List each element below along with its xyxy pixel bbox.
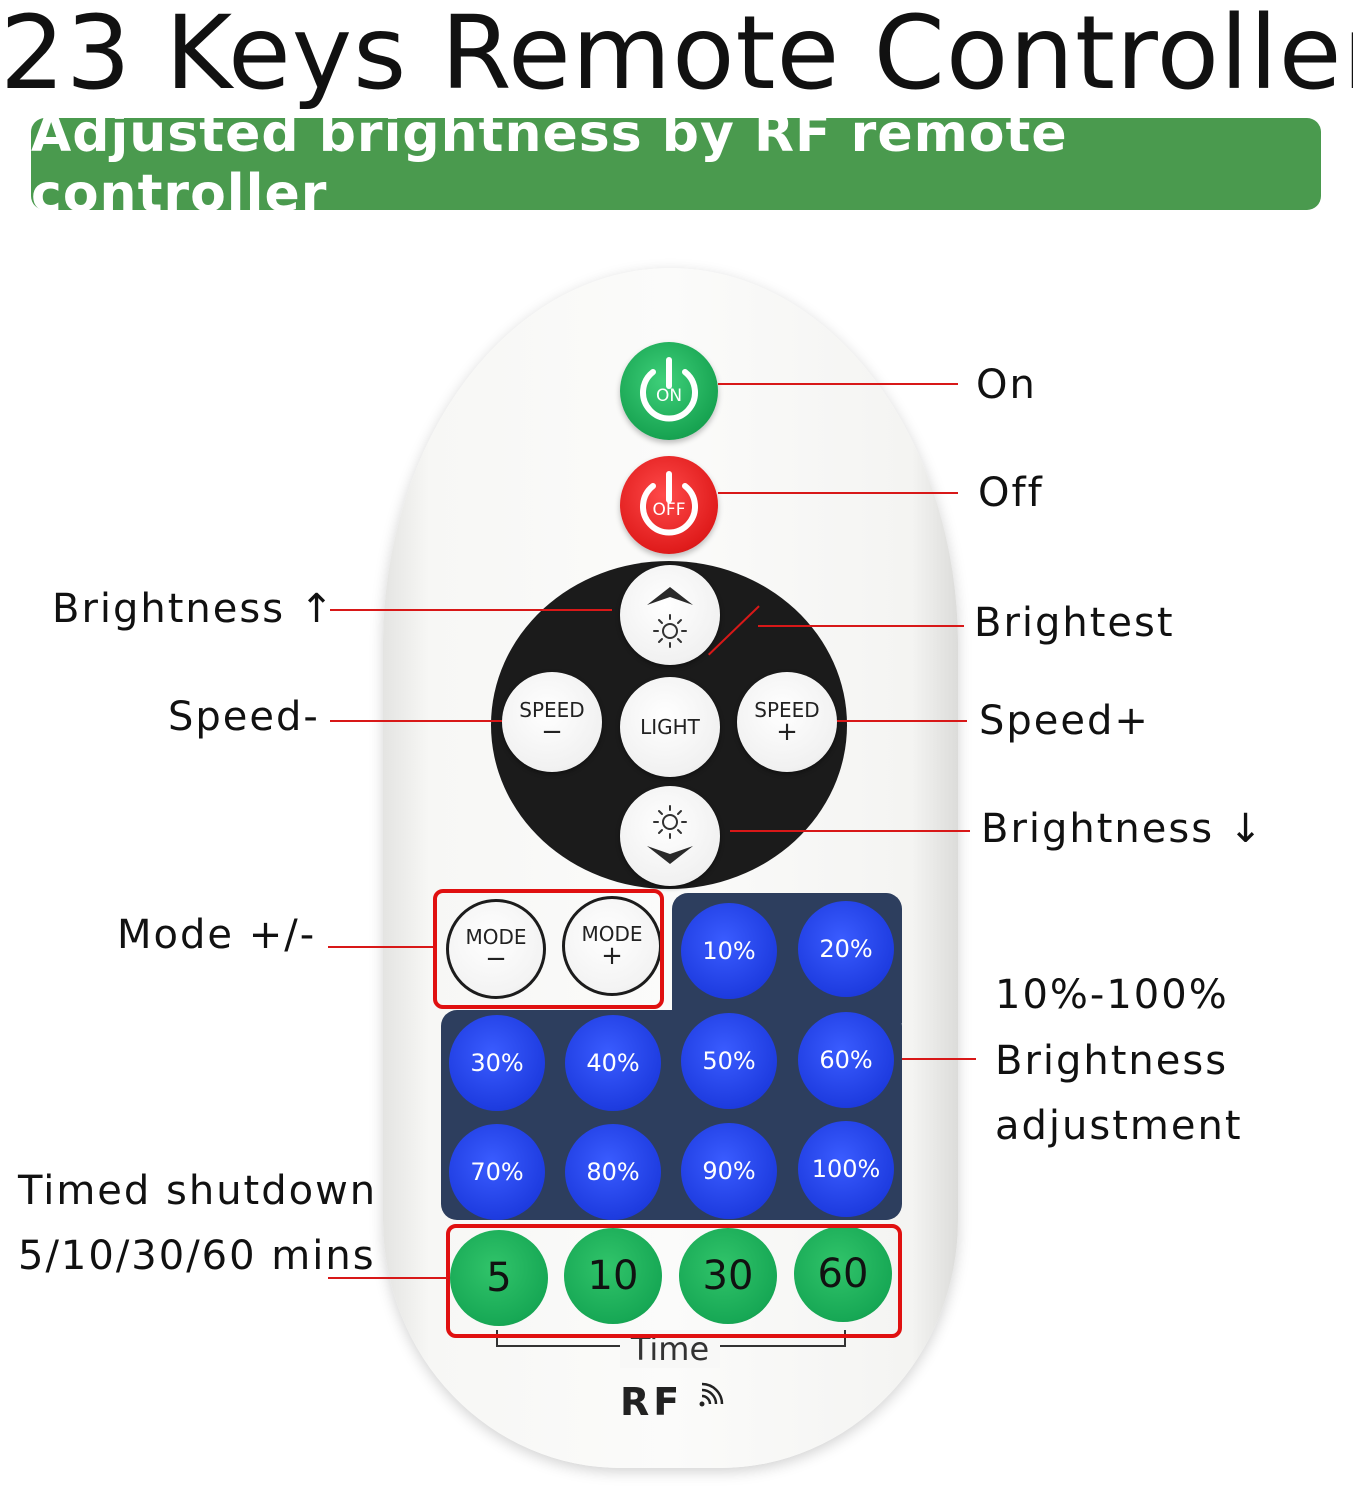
mode-highlight-box [433, 889, 664, 1009]
minus-sign: − [485, 944, 507, 975]
on-label: On [976, 362, 1037, 408]
sun-down-arrow-icon [647, 805, 693, 864]
speed-plus-label: SPEED [754, 698, 820, 723]
off-callout-line [718, 492, 958, 494]
mode-callout-line [328, 946, 433, 948]
sun-up-arrow-icon [647, 587, 693, 648]
brightness-up-callout-line [330, 609, 612, 611]
minus-sign: − [541, 717, 563, 748]
brightness-down-callout-line [730, 830, 970, 832]
speed-plus-callout-line [837, 720, 967, 722]
brightness-100-label: 100% [811, 1155, 881, 1183]
rf-logo-text: RF [620, 1380, 684, 1424]
timer-30-label: 30 [702, 1253, 754, 1299]
timer-30-button[interactable]: 30 [679, 1228, 777, 1324]
on-button-label: ON [655, 386, 683, 406]
on-callout-line [718, 383, 958, 385]
timer-5-button[interactable]: 5 [450, 1230, 548, 1326]
brightness-50-label: 50% [702, 1047, 756, 1075]
brightness-30-label: 30% [470, 1049, 524, 1077]
wifi-signal-icon [699, 1382, 724, 1407]
brightness-10-button[interactable]: 10% [681, 903, 777, 999]
light-button[interactable]: LIGHT [620, 677, 720, 777]
brightness-adj-label-1: 10%-100% [995, 972, 1229, 1018]
plus-sign: + [601, 941, 623, 972]
plus-sign: + [776, 717, 798, 748]
brightness-20-label: 20% [819, 935, 873, 963]
speed-plus-text: Speed+ [979, 698, 1150, 744]
brightness-100-button[interactable]: 100% [798, 1121, 894, 1217]
timed-shutdown-label-1: Timed shutdown [18, 1168, 378, 1214]
brightness-20-button[interactable]: 20% [798, 901, 894, 997]
light-button-label: LIGHT [640, 715, 700, 739]
mode-minus-label: MODE [465, 925, 527, 950]
mode-label: Mode +/- [117, 912, 317, 958]
subtitle-text: Adjusted brightness by RF remote control… [31, 104, 1068, 224]
brightness-90-button[interactable]: 90% [681, 1123, 777, 1219]
brightness-60-button[interactable]: 60% [798, 1012, 894, 1108]
brightness-down-button[interactable] [620, 786, 720, 886]
timer-60-button[interactable]: 60 [794, 1226, 892, 1322]
brightness-10-label: 10% [702, 937, 756, 965]
speed-minus-text: Speed- [168, 694, 320, 740]
brightness-up-label: Brightness ↑ [52, 586, 336, 632]
brightest-callout-line [758, 625, 964, 627]
brightness-adj-label-2: Brightness [995, 1038, 1229, 1084]
brightness-adj-callout-line [902, 1058, 976, 1060]
mode-minus-button[interactable]: MODE − [446, 899, 546, 999]
timed-shutdown-label-2: 5/10/30/60 mins [18, 1233, 376, 1279]
speed-minus-callout-line [330, 720, 502, 722]
power-icon [640, 471, 698, 536]
page-title: 23 Keys Remote Controller [0, 0, 1353, 113]
speed-minus-label: SPEED [519, 698, 585, 723]
brightness-50-button[interactable]: 50% [681, 1013, 777, 1109]
off-label: Off [978, 470, 1044, 516]
timer-10-label: 10 [587, 1253, 639, 1299]
power-icon [640, 357, 698, 422]
timer-highlight-box [446, 1224, 902, 1338]
brightness-70-button[interactable]: 70% [449, 1124, 545, 1220]
brightness-80-label: 80% [586, 1158, 640, 1186]
timer-10-button[interactable]: 10 [564, 1228, 662, 1324]
brightness-80-button[interactable]: 80% [565, 1124, 661, 1220]
brightness-down-label: Brightness ↓ [981, 806, 1265, 852]
timer-60-label: 60 [817, 1251, 869, 1297]
brightest-label: Brightest [974, 600, 1175, 646]
off-button[interactable]: OFF [620, 456, 718, 554]
mode-plus-label: MODE [581, 922, 643, 947]
brightness-60-label: 60% [819, 1046, 873, 1074]
brightness-adj-label-3: adjustment [995, 1103, 1243, 1149]
speed-plus-button[interactable]: SPEED + [737, 672, 837, 772]
brightness-40-button[interactable]: 40% [565, 1015, 661, 1111]
rf-logo: RF [620, 1380, 726, 1424]
timer-callout-line [328, 1277, 448, 1279]
brightness-70-label: 70% [470, 1158, 524, 1186]
brightness-90-label: 90% [702, 1157, 756, 1185]
on-button[interactable]: ON [620, 342, 718, 440]
off-button-label: OFF [652, 500, 686, 520]
brightness-30-button[interactable]: 30% [449, 1015, 545, 1111]
timer-5-label: 5 [486, 1255, 512, 1301]
brightness-40-label: 40% [586, 1049, 640, 1077]
brightness-up-button[interactable] [620, 565, 720, 665]
subtitle-banner: Adjusted brightness by RF remote control… [31, 104, 1321, 224]
speed-minus-button[interactable]: SPEED − [502, 672, 602, 772]
